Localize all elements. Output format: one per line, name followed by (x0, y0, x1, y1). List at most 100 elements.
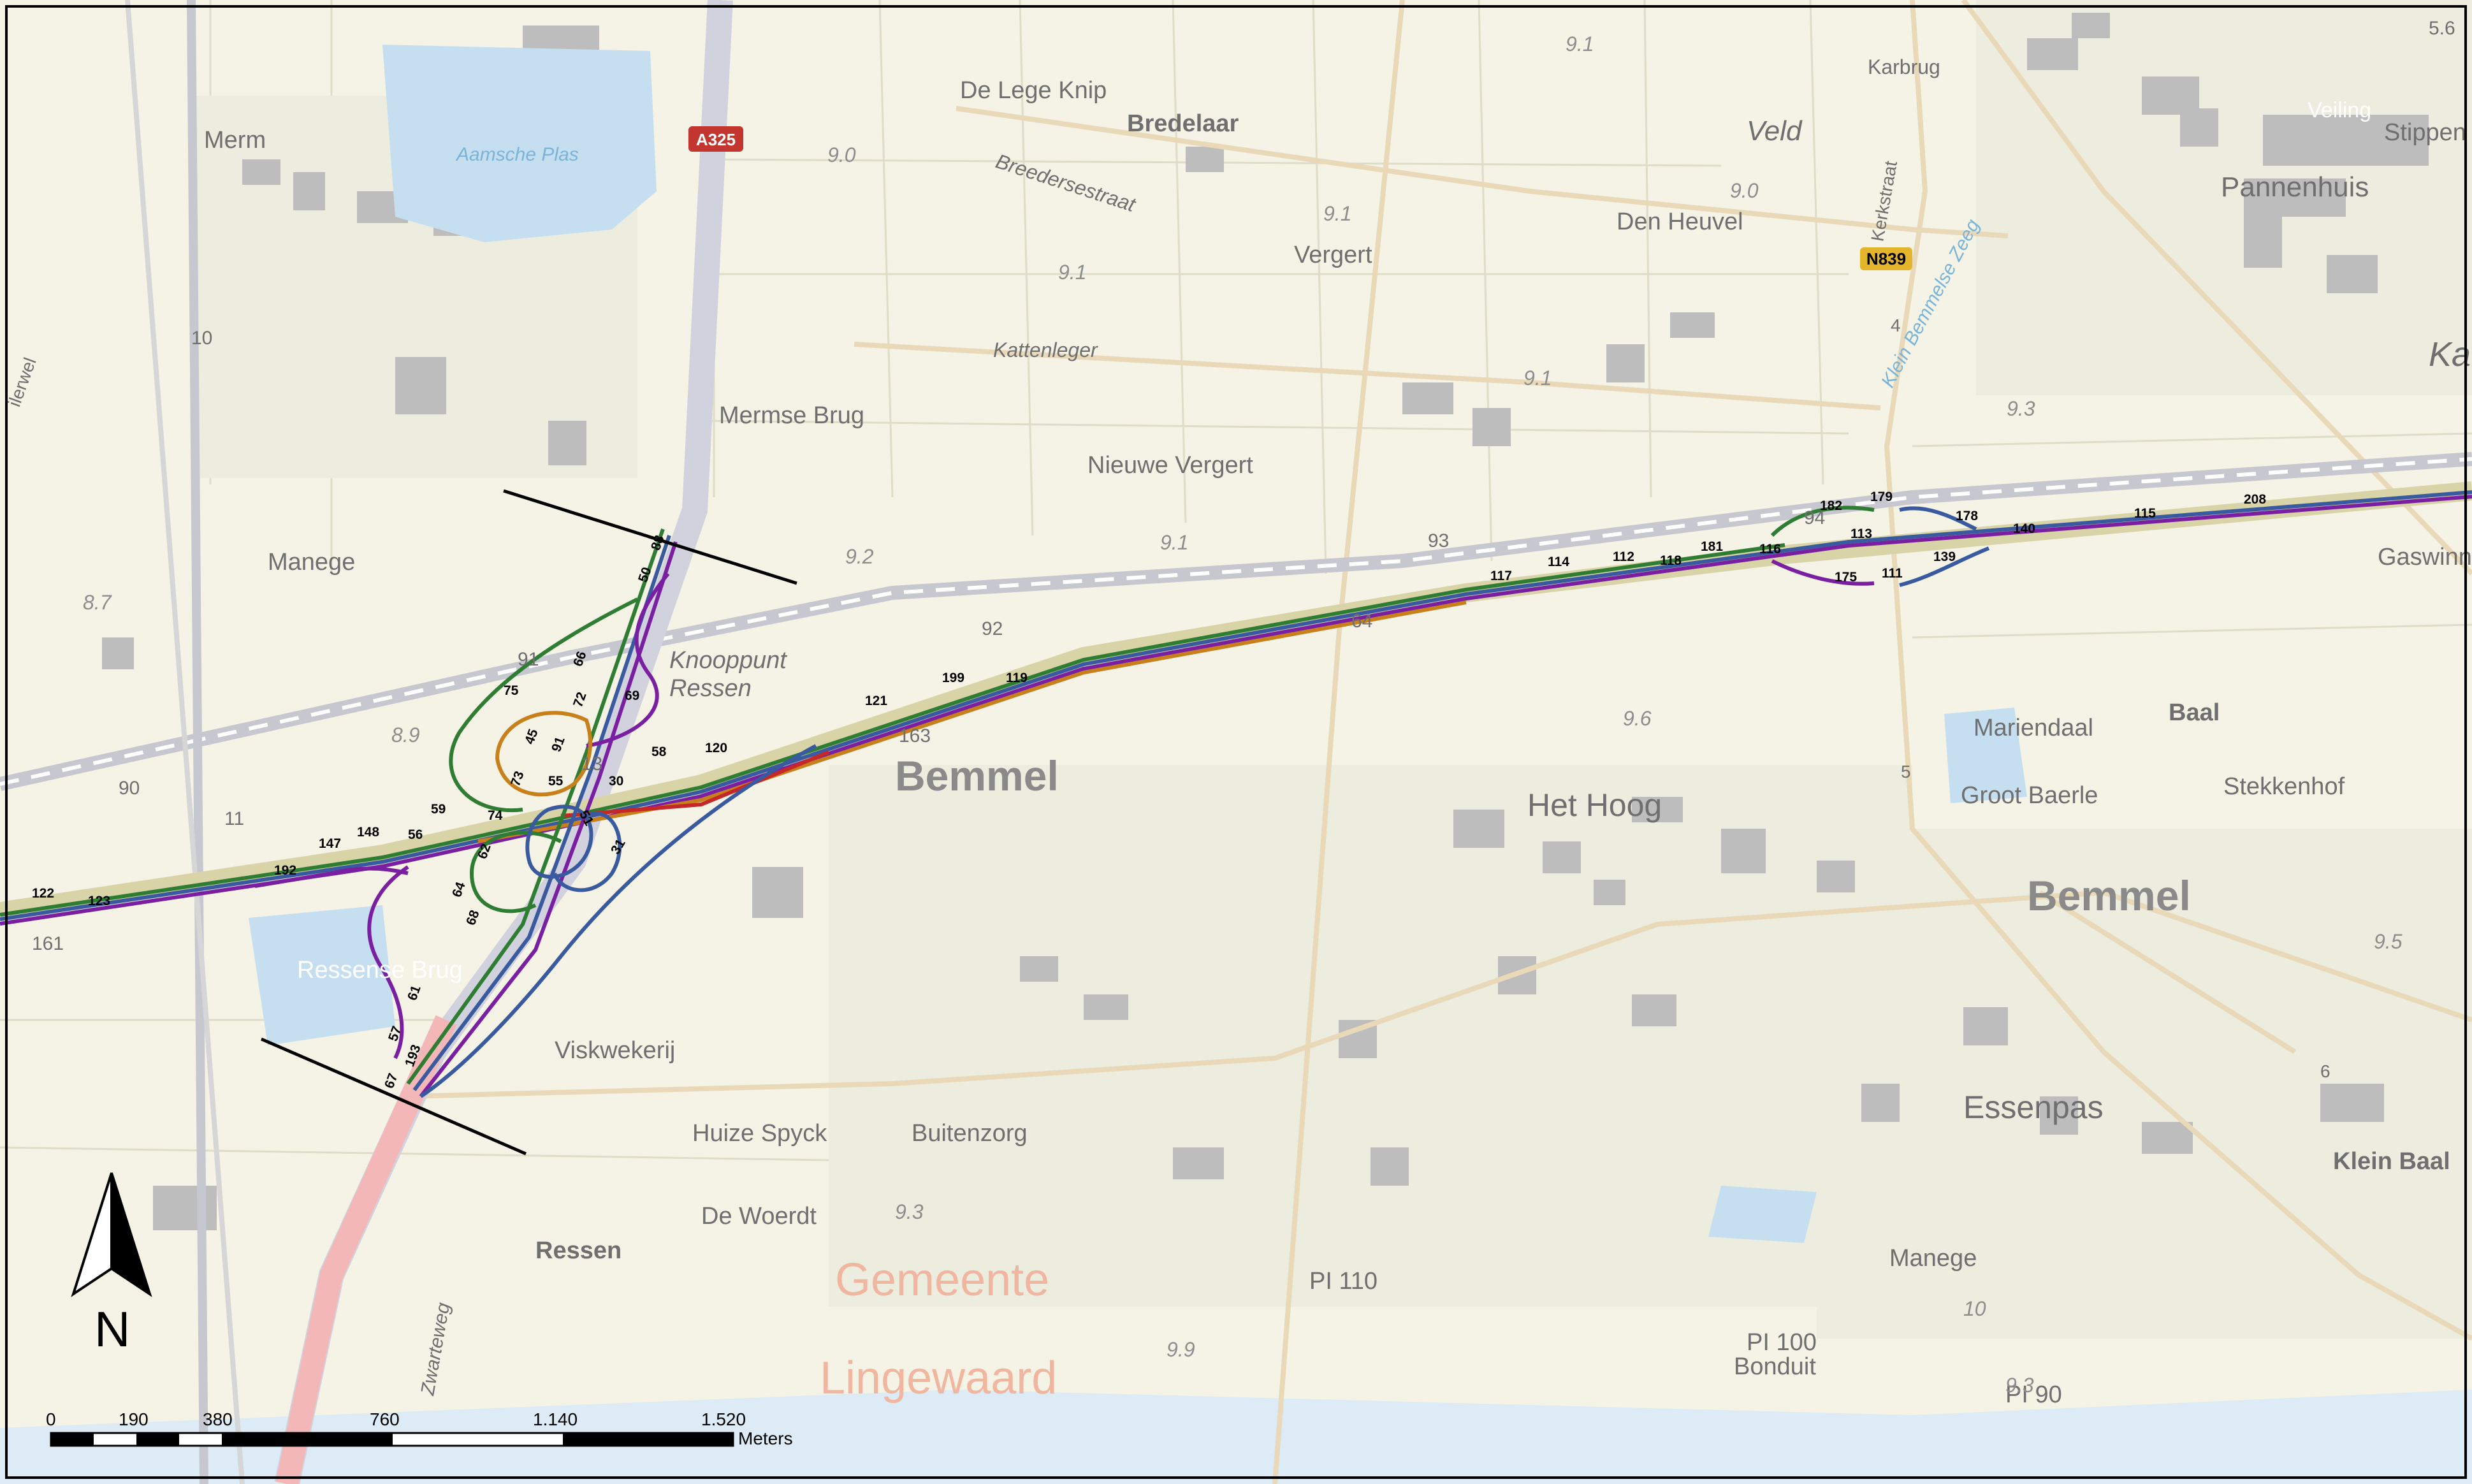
place-het-hoog: Het Hoog (1527, 787, 1662, 823)
route-label-55: 55 (548, 774, 563, 789)
svg-text:9.0: 9.0 (827, 143, 856, 166)
label-5-6: 5.6 (2429, 18, 2455, 39)
route-line-red (560, 750, 830, 818)
route-label-118: 118 (1660, 553, 1682, 568)
route-label-114: 114 (1548, 555, 1569, 569)
elevation-labels: 9.0 9.1 9.1 9.1 9.1 9.0 9.3 9.2 8.7 8.9 … (83, 33, 2403, 1397)
route-label-139: 139 (1933, 549, 1956, 564)
a325-motorway (274, 0, 733, 1484)
route-label-122: 122 (32, 886, 54, 901)
place-ka: Ka (2429, 335, 2471, 374)
scale-tick-1140: 1.140 (533, 1409, 578, 1429)
place-essenpas: Essenpas (1963, 1089, 2104, 1125)
route-label-179: 179 (1870, 490, 1893, 504)
svg-text:9.3: 9.3 (2007, 397, 2035, 420)
scale-tick-1520: 1.520 (701, 1409, 746, 1429)
scale-tick-190: 190 (119, 1409, 149, 1429)
route-label-74: 74 (488, 808, 503, 823)
label-90: 90 (119, 778, 140, 799)
place-bemmel-center: Bemmel (895, 752, 1059, 799)
svg-text:N839: N839 (1866, 249, 1906, 268)
place-pannenhuis: Pannenhuis (2221, 171, 2369, 203)
label-163: 163 (899, 725, 931, 746)
route-label-120: 120 (705, 741, 727, 755)
route-line-green (0, 543, 1785, 917)
place-manege-west: Manege (268, 549, 355, 576)
route-line-blue (0, 490, 2472, 921)
svg-text:8.7: 8.7 (83, 591, 112, 614)
n839-shield: N839 (1860, 247, 1912, 270)
place-baal: Baal (2169, 699, 2220, 726)
route-label-175: 175 (1835, 570, 1857, 585)
route-label-116: 116 (1759, 542, 1781, 556)
svg-text:9.3: 9.3 (2005, 1374, 2034, 1397)
svg-text:9.5: 9.5 (2374, 930, 2403, 953)
place-ressen: Ressen (535, 1237, 622, 1264)
route-label-123: 123 (88, 894, 110, 908)
route-label-111: 111 (1882, 566, 1903, 581)
street-kattenleger: Kattenleger (993, 338, 1098, 361)
svg-text:9.0: 9.0 (1730, 179, 1759, 202)
place-karbrug: Karbrug (1868, 55, 1940, 78)
svg-text:9.9: 9.9 (1167, 1338, 1195, 1361)
north-arrow: N (71, 1172, 152, 1357)
route-label-148: 148 (357, 825, 379, 840)
route-label-182: 182 (1820, 498, 1842, 513)
svg-text:8.9: 8.9 (391, 724, 420, 746)
route-label-30: 30 (609, 774, 623, 789)
label-161: 161 (32, 933, 64, 954)
svg-text:9.1: 9.1 (1058, 261, 1086, 284)
label-93: 93 (1428, 530, 1449, 551)
scale-unit: Meters (738, 1429, 793, 1448)
place-gaswinn: Gaswinn (2378, 544, 2472, 571)
route-number-labels: 122 123 192 147 148 56 59 74 30 58 120 1… (32, 490, 2266, 1091)
place-veiling: Veiling (2308, 98, 2371, 122)
route-label-58: 58 (651, 745, 667, 759)
svg-text:9.1: 9.1 (1323, 202, 1351, 225)
minor-roads (407, 0, 2472, 1484)
svg-text:9.3: 9.3 (895, 1200, 924, 1223)
label-64: 64 (1351, 611, 1372, 632)
place-nieuwe-vergert: Nieuwe Vergert (1087, 452, 1253, 479)
place-stekkenhof: Stekkenhof (2223, 773, 2345, 800)
label-5: 5 (1901, 762, 1911, 782)
place-bredelaar: Bredelaar (1127, 110, 1239, 137)
route-label-119: 119 (1006, 671, 1028, 685)
route-label-56: 56 (408, 827, 423, 842)
label-11: 11 (224, 808, 244, 829)
place-knooppunt-ressen: Ressen (669, 675, 752, 702)
place-de-lege-knip: De Lege Knip (960, 77, 1107, 104)
route-label-208: 208 (2244, 492, 2266, 507)
route-label-199: 199 (942, 671, 964, 685)
map-frame (5, 5, 2467, 1479)
section-lines (261, 489, 797, 1156)
route-label-113: 113 (1850, 527, 1872, 541)
scale-tick-0: 0 (46, 1409, 56, 1429)
place-vergert: Vergert (1294, 242, 1372, 268)
municipality-lingewaard: Lingewaard (820, 1353, 1057, 1404)
svg-text:A325: A325 (696, 130, 736, 149)
municipality-gemeente: Gemeente (835, 1255, 1049, 1306)
route-label-147: 147 (319, 836, 341, 851)
a325-shield: A325 (688, 126, 743, 152)
water-bodies (0, 45, 2472, 1484)
svg-text:9.2: 9.2 (845, 545, 874, 568)
route-label-112: 112 (1613, 549, 1634, 564)
route-label-121: 121 (865, 694, 887, 708)
route-label-59: 59 (431, 802, 446, 817)
place-klein-baal: Klein Baal (2333, 1148, 2450, 1175)
place-veld: Veld (1747, 115, 1803, 147)
scale-tick-380: 380 (203, 1409, 233, 1429)
svg-text:9.1: 9.1 (1566, 33, 1594, 55)
place-ressense-brug: Ressense Brug (297, 957, 463, 984)
route-label-117: 117 (1490, 569, 1512, 583)
svg-text:9.1: 9.1 (1523, 367, 1552, 389)
route-label-69: 69 (625, 688, 639, 703)
place-huize-spyck: Huize Spyck (692, 1120, 827, 1147)
water-aamsche-plas: Aamsche Plas (455, 144, 579, 165)
route-label-140: 140 (2013, 521, 2035, 536)
place-mariendaal: Mariendaal (1974, 715, 2093, 741)
place-pi110: PI 110 (1309, 1268, 1378, 1295)
label-94: 94 (1804, 507, 1825, 528)
route-label-181: 181 (1701, 539, 1723, 554)
